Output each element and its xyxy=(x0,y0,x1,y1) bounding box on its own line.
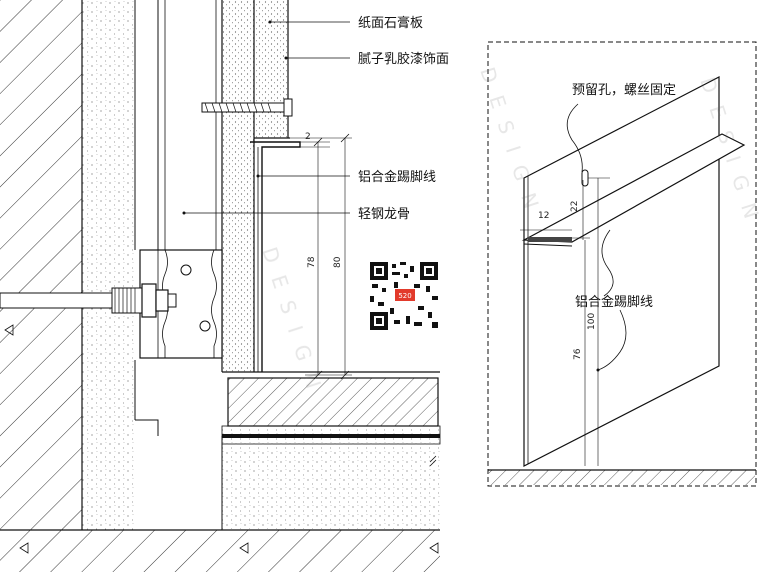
section-view: 2 78 80 纸面石膏板 腻子乳胶漆饰面 铝合金踢脚线 轻钢龙骨 xyxy=(0,0,449,572)
dim-left-gap: 2 xyxy=(305,132,311,142)
leaders-left xyxy=(182,20,350,215)
floor-stone xyxy=(227,377,439,427)
detail-frame xyxy=(487,41,757,487)
svg-text:DESIGN: DESIGN xyxy=(475,64,548,225)
qr-caption: 520 xyxy=(398,292,411,300)
dimension-lines-left: 2 78 80 xyxy=(290,132,352,380)
masonry-wall xyxy=(0,0,82,530)
dim-right-100: 100 xyxy=(587,313,597,330)
label-baseboard-right: 铝合金踢脚线 xyxy=(575,294,653,310)
label-gypsum-board: 纸面石膏板 xyxy=(358,15,423,31)
dim-right-12: 12 xyxy=(538,211,549,221)
gypsum-board-section xyxy=(222,0,254,372)
floor-bedding xyxy=(222,444,440,529)
isometric-detail: 12 22 100 76 预留孔，螺丝固定 铝合金踢脚线 xyxy=(487,41,757,487)
floor-slab xyxy=(0,530,440,572)
dim-left-78: 78 xyxy=(307,256,317,268)
label-light-steel-keel: 轻钢龙骨 xyxy=(358,207,410,222)
label-putty-latex: 腻子乳胶漆饰面 xyxy=(358,51,449,67)
qr-code: 520 xyxy=(370,262,438,330)
dim-left-80: 80 xyxy=(333,256,343,268)
anchor-bolt xyxy=(0,283,177,318)
gypsum-board-outer xyxy=(254,0,288,138)
dim-right-76: 76 xyxy=(573,348,583,360)
plaster-layer xyxy=(82,0,135,530)
baseboard-panel xyxy=(523,76,720,467)
dim-right-22: 22 xyxy=(570,201,580,212)
screw xyxy=(201,98,293,117)
label-reserved-hole: 预留孔，螺丝固定 xyxy=(572,83,676,98)
label-baseboard-left: 铝合金踢脚线 xyxy=(358,169,436,185)
